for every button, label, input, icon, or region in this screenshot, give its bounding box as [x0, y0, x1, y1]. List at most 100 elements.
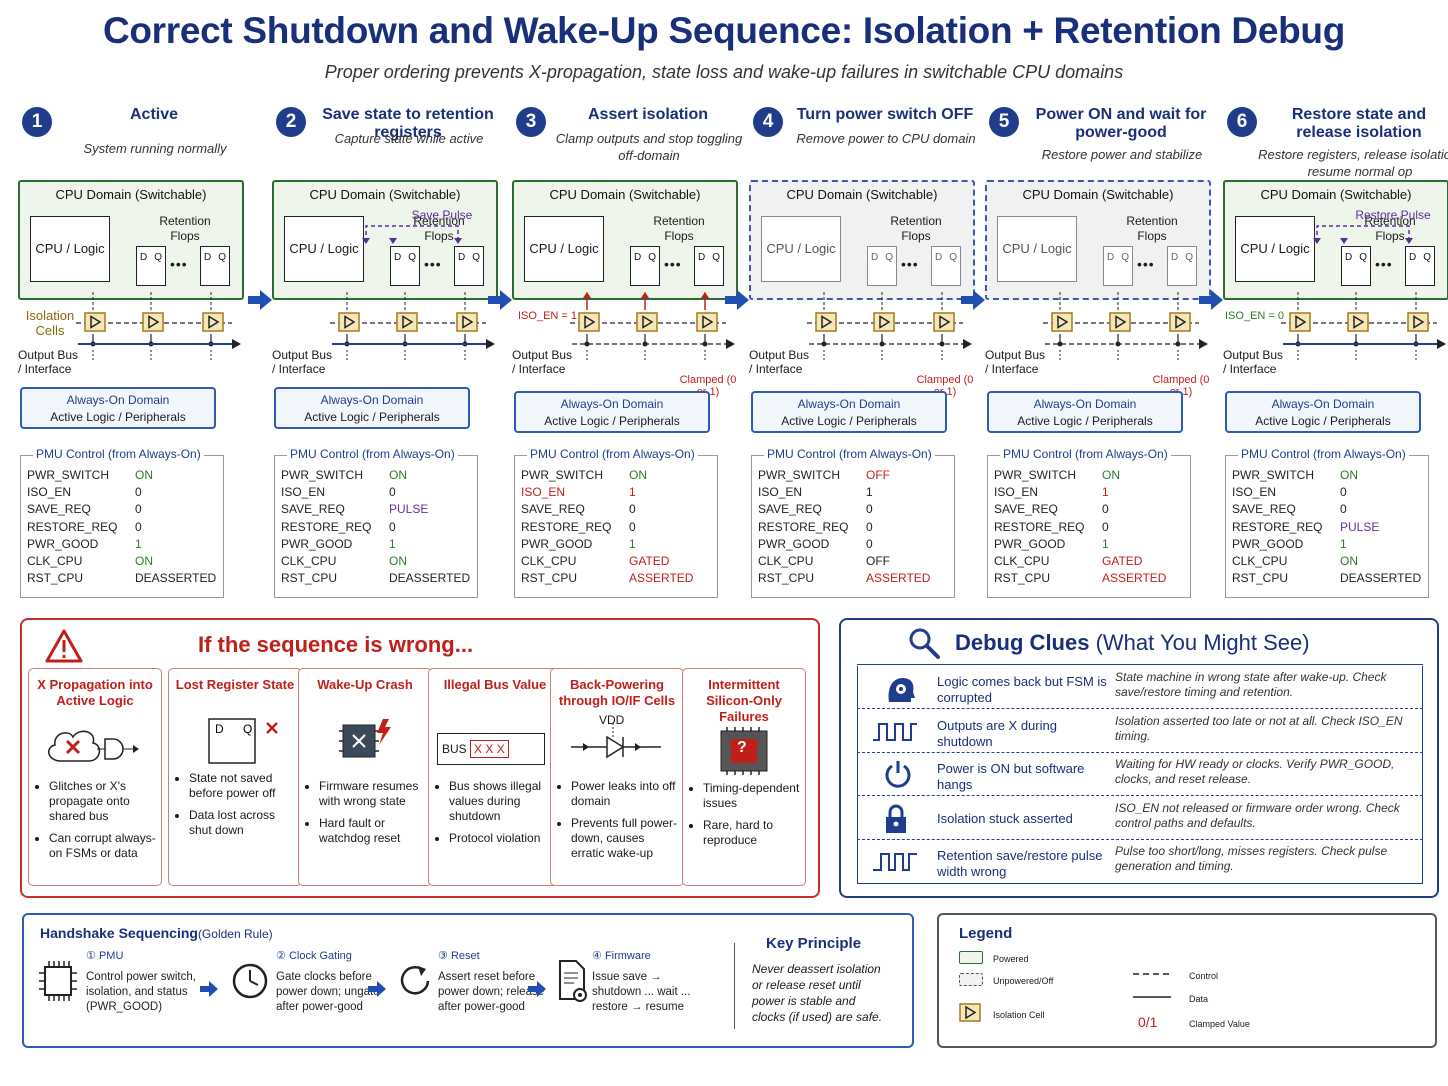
cpu-logic-block: CPU / Logic — [524, 216, 604, 282]
flop-ellipsis: ••• — [664, 256, 682, 272]
pmu-row: PWR_GOOD 1 — [275, 536, 477, 553]
cpu-logic-block: CPU / Logic — [997, 216, 1077, 282]
pmu-row: ISO_EN 1 — [988, 484, 1190, 501]
pmu-signal: CLK_CPU — [1232, 553, 1288, 568]
pmu-signal: PWR_SWITCH — [281, 468, 363, 482]
pmu-value: 0 — [1102, 502, 1109, 517]
pmu-value: 0 — [1340, 502, 1347, 517]
failure-card: Lost Register StateDQState not saved bef… — [168, 668, 302, 886]
debug-clue-row: Isolation stuck asserted ISO_EN not rele… — [857, 797, 1423, 840]
debug-symptom: Outputs are X during shutdown — [937, 717, 1057, 749]
pmu-row: PWR_SWITCH ON — [515, 467, 717, 484]
cpu-domain-label: CPU Domain (Switchable) — [55, 187, 207, 202]
lock-icon — [886, 804, 906, 833]
pmu-signal: RST_CPU — [758, 571, 815, 586]
pmu-row: CLK_CPU ON — [275, 553, 477, 570]
retention-flops-label: Retention Flops — [159, 214, 211, 243]
pmu-value: PULSE — [389, 502, 429, 517]
legend-unpowered: Unpowered/Off — [993, 976, 1054, 986]
flop-ellipsis: ••• — [424, 256, 442, 272]
pmu-row: ISO_EN 0 — [1226, 484, 1428, 501]
legend-powered: Powered — [993, 954, 1029, 964]
failure-card: Intermittent Silicon-Only Failures?Timin… — [682, 668, 806, 886]
step-arrow-icon — [488, 290, 512, 310]
cpu-domain-label: CPU Domain (Switchable) — [786, 187, 938, 202]
step-description: Capture state while active — [334, 131, 484, 146]
key-principle-title: Key Principle — [766, 935, 862, 952]
cpu-logic-block: CPU / Logic — [284, 216, 364, 282]
output-bus-label: Output Bus / Interface — [985, 348, 1046, 376]
pmu-value: 1 — [1102, 536, 1109, 551]
step-number: 2 — [276, 107, 306, 137]
cpu-domain-label: CPU Domain (Switchable) — [549, 187, 701, 202]
pmu-value: 1 — [1340, 536, 1347, 551]
pmu-value: 1 — [629, 485, 636, 500]
pmu-row: RST_CPU ASSERTED — [752, 570, 954, 587]
pulse-label: Save Pulse — [411, 208, 473, 222]
legend-data: Data — [1189, 994, 1209, 1004]
isolation-cell — [338, 312, 360, 332]
failure-bullet: Can corrupt always-on FSMs or data — [49, 831, 157, 861]
pmu-value: ON — [1340, 553, 1358, 568]
retention-flops-label: Retention Flops — [1364, 214, 1416, 243]
pmu-value: 0 — [1340, 485, 1347, 500]
debug-symptom: Power is ON but software hangs — [937, 761, 1085, 793]
cpu-domain-label: CPU Domain (Switchable) — [1260, 187, 1412, 202]
isolation-cell — [1051, 312, 1073, 332]
pmu-row: PWR_SWITCH ON — [988, 467, 1190, 484]
pmu-value: 0 — [135, 519, 142, 534]
pmu-value: 0 — [866, 502, 873, 517]
pmu-value: ASSERTED — [866, 571, 931, 586]
warning-icon — [45, 629, 83, 663]
handshake-step: ③ Reset Assert reset before power down; … — [438, 949, 554, 1015]
step-title: Restore state and release isolation — [1291, 106, 1427, 141]
isolation-cells-label: Isolation Cells — [25, 308, 75, 338]
debug-clue-row: Power is ON but software hangs Waiting f… — [857, 753, 1423, 797]
always-on-subtitle: Active Logic / Peripherals — [304, 410, 440, 424]
cpu-logic-block: CPU / Logic — [761, 216, 841, 282]
failure-title: Intermittent Silicon-Only Failures — [706, 677, 782, 724]
pmu-row: SAVE_REQ PULSE — [275, 501, 477, 518]
step-arrow-icon — [725, 290, 749, 310]
handshake-title: Handshake Sequencing(Golden Rule) — [40, 925, 273, 941]
pulse-bracket — [1313, 225, 1413, 244]
pmu-row: PWR_GOOD 1 — [1226, 536, 1428, 553]
pmu-value: ASSERTED — [629, 571, 694, 586]
pmu-signal: RST_CPU — [281, 571, 338, 586]
pmu-value: ON — [389, 553, 407, 568]
failure-bullet: State not saved before power off — [189, 771, 297, 801]
pmu-signal: ISO_EN — [521, 485, 566, 500]
debug-clue-row: Retention save/restore pulse width wrong… — [857, 840, 1423, 882]
handshake-step-name: Reset — [450, 950, 480, 962]
question-chip-icon — [720, 727, 768, 775]
pmu-signal: PWR_SWITCH — [758, 468, 840, 482]
pmu-signal: RST_CPU — [1232, 571, 1289, 586]
pmu-signal: PWR_SWITCH — [994, 468, 1076, 482]
pmu-row: CLK_CPU GATED — [988, 553, 1190, 570]
debug-cause: ISO_EN not released or firmware order wr… — [1115, 800, 1400, 830]
flop-ellipsis: ••• — [901, 256, 919, 272]
pmu-value: 0 — [389, 519, 396, 534]
pmu-signal: SAVE_REQ — [521, 502, 585, 517]
isolation-cell — [456, 312, 478, 332]
pmu-value: 1 — [135, 536, 142, 551]
pmu-signal: CLK_CPU — [27, 553, 83, 568]
pmu-signal: PWR_GOOD — [994, 536, 1066, 551]
isolation-cell — [84, 312, 106, 332]
output-bus-label: Output Bus / Interface — [18, 348, 79, 376]
pmu-row: RESTORE_REQ 0 — [752, 519, 954, 536]
flop-ellipsis: ••• — [1137, 256, 1155, 272]
pmu-row: RST_CPU DEASSERTED — [1226, 570, 1428, 587]
handshake-arrow-icon — [528, 981, 546, 997]
pmu-signal: CLK_CPU — [758, 553, 814, 568]
pmu-value: ON — [629, 468, 647, 482]
step-number: 1 — [22, 107, 52, 137]
pmu-signal: PWR_GOOD — [27, 536, 99, 551]
pmu-signal: ISO_EN — [994, 485, 1039, 500]
cpu-domain-box: CPU Domain (Switchable) CPU / Logic Rete… — [985, 180, 1211, 300]
pmu-signal: SAVE_REQ — [1232, 502, 1296, 517]
debug-cause: Waiting for HW ready or clocks. Verify P… — [1115, 757, 1395, 787]
page-title: Correct Shutdown and Wake-Up Sequence: I… — [102, 10, 1346, 51]
